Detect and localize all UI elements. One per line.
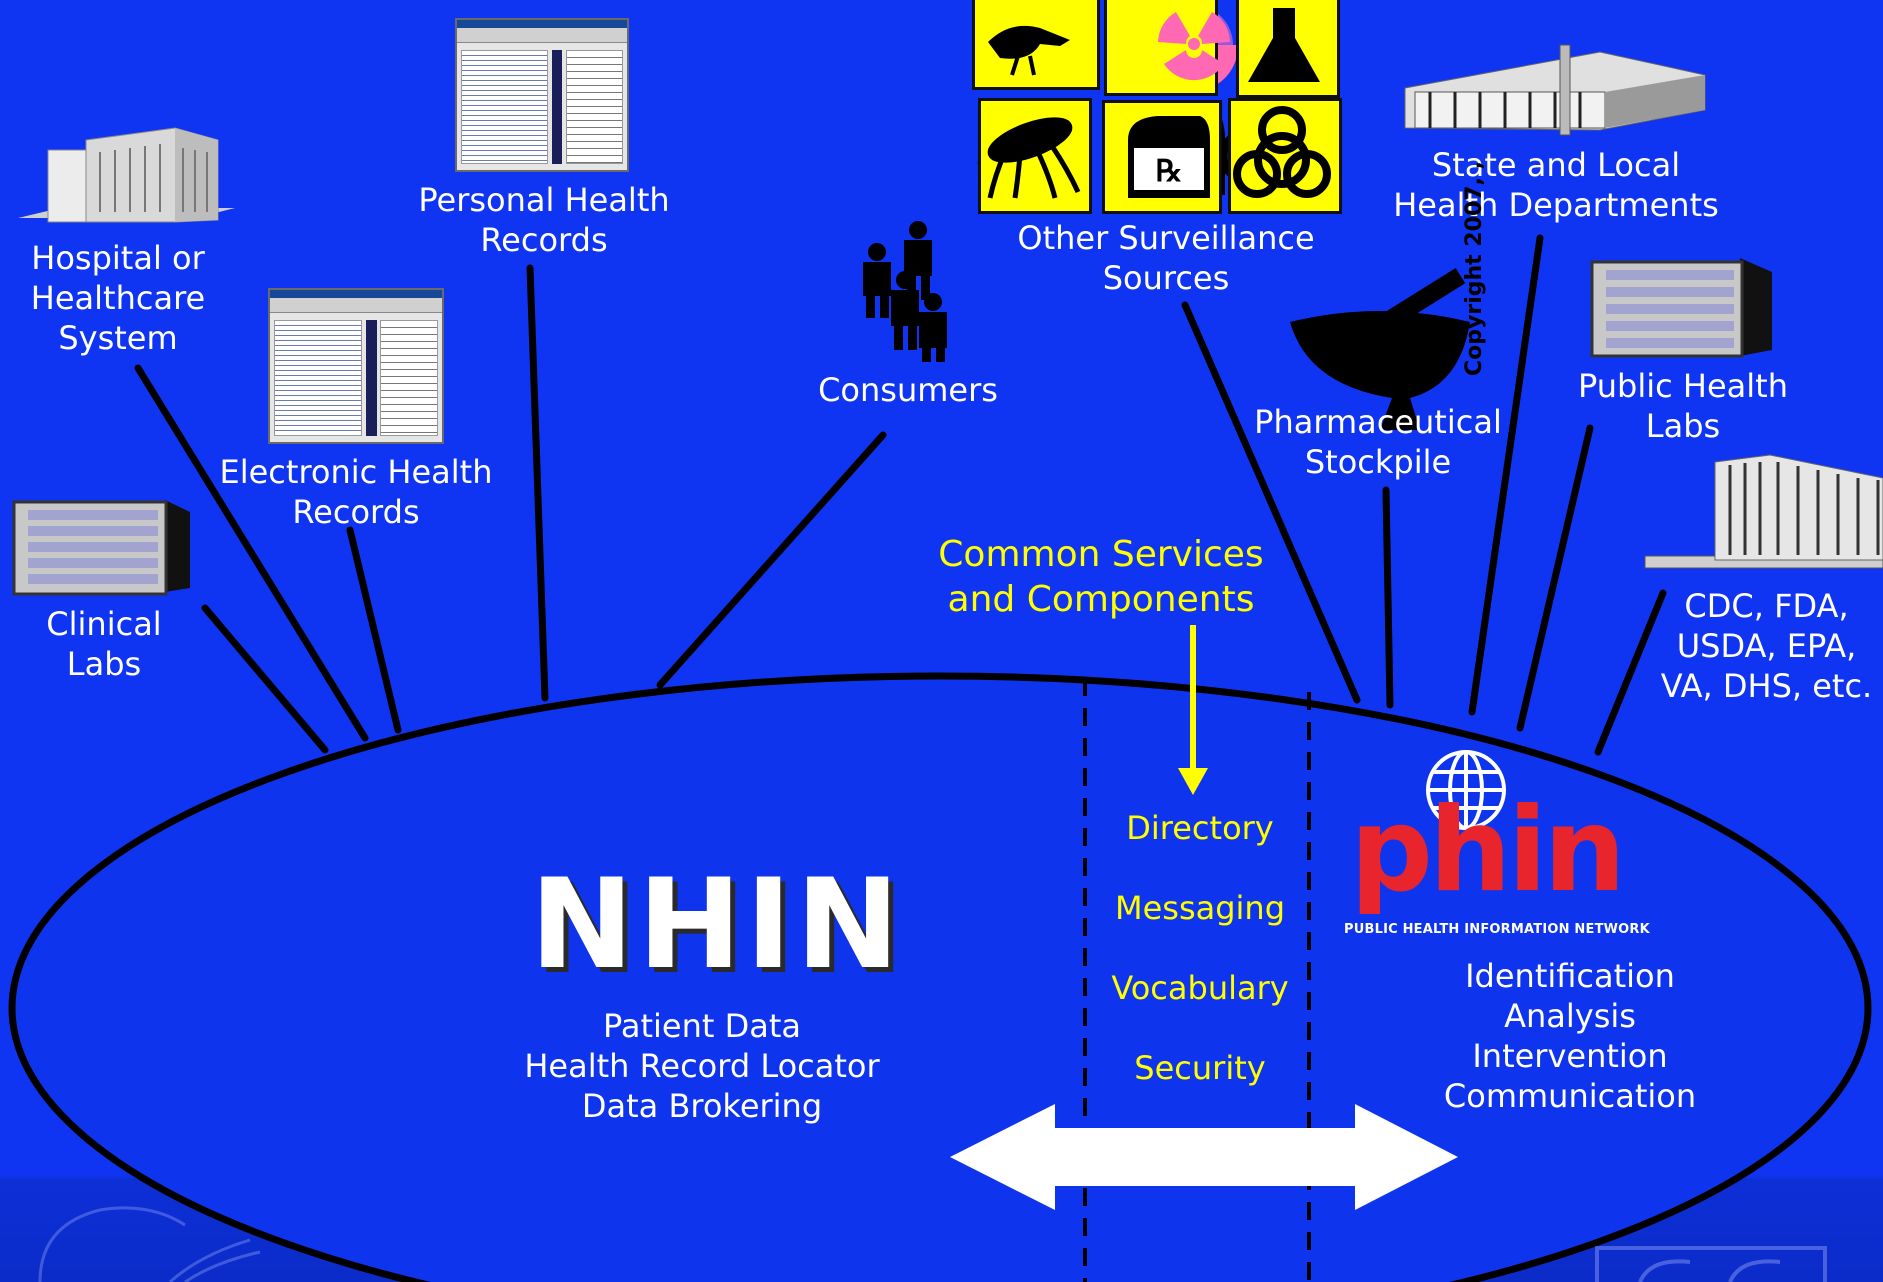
public-health-labs-building-icon <box>1590 258 1772 358</box>
phin-logo-text: phin <box>1350 783 1626 918</box>
radiation-tile <box>1104 0 1218 96</box>
phr-window-icon <box>455 18 629 172</box>
downward-arrow <box>1178 625 1208 795</box>
bird-tile <box>972 0 1100 90</box>
double-arrow <box>950 1104 1458 1210</box>
common-services-title: Common Services and Components <box>938 534 1264 620</box>
flask-tile <box>1236 0 1340 98</box>
pharma-label: Pharmaceutical Stockpile <box>1254 403 1502 481</box>
link-hospital <box>134 364 369 742</box>
consumers-people-icon <box>863 221 947 362</box>
link-federal <box>1594 589 1667 756</box>
link-phr <box>526 264 549 702</box>
phin-subtitle: PUBLIC HEALTH INFORMATION NETWORK <box>1344 922 1650 937</box>
cdc-logo-icon <box>1595 1246 1827 1282</box>
link-pharma <box>1382 486 1394 709</box>
nhin-functions: Patient Data Health Record Locator Data … <box>524 1007 880 1125</box>
state-local-building-icon <box>1404 44 1706 136</box>
link-public-health-labs <box>1516 424 1594 732</box>
hhs-seal-icon <box>38 1206 261 1282</box>
mortar-pestle-icon <box>1290 267 1470 430</box>
federal-building-icon <box>1644 454 1883 569</box>
rx-tile <box>1102 100 1222 214</box>
link-ehr <box>346 526 402 734</box>
link-other-surveillance <box>1181 301 1361 704</box>
link-consumers <box>656 431 887 689</box>
link-clinical-labs <box>201 604 329 754</box>
clinical-labs-building-icon <box>12 500 190 596</box>
hospital-building-icon <box>18 127 235 223</box>
state-local-label: State and Local Health Departments <box>1393 146 1719 224</box>
service-security: Security <box>1134 1049 1266 1087</box>
federal-label: CDC, FDA, USDA, EPA, VA, DHS, etc. <box>1660 587 1873 705</box>
service-directory: Directory <box>1126 809 1274 847</box>
mosquito-tile <box>978 98 1092 214</box>
service-messaging: Messaging <box>1114 889 1286 927</box>
phin-functions: Identification Analysis Intervention Com… <box>1443 957 1697 1115</box>
clinical-labs-label: Clinical Labs <box>46 605 162 683</box>
other-surveillance-label: Other Surveillance Sources <box>1017 219 1315 297</box>
public-health-labs-label: Public Health Labs <box>1578 367 1788 445</box>
hospital-label: Hospital or Healthcare System <box>30 239 206 357</box>
biohazard-tile <box>1228 98 1342 214</box>
link-state-local <box>1468 234 1544 716</box>
consumers-label: Consumers <box>818 371 998 409</box>
ehr-label: Electronic Health Records <box>219 453 493 531</box>
nhin-title: NHIN <box>530 853 904 997</box>
phr-label: Personal Health Records <box>418 181 670 259</box>
copyright-text: Copyright 2007, , <box>1462 161 1487 376</box>
service-vocabulary: Vocabulary <box>1111 969 1289 1007</box>
ehr-window-icon <box>268 288 444 444</box>
